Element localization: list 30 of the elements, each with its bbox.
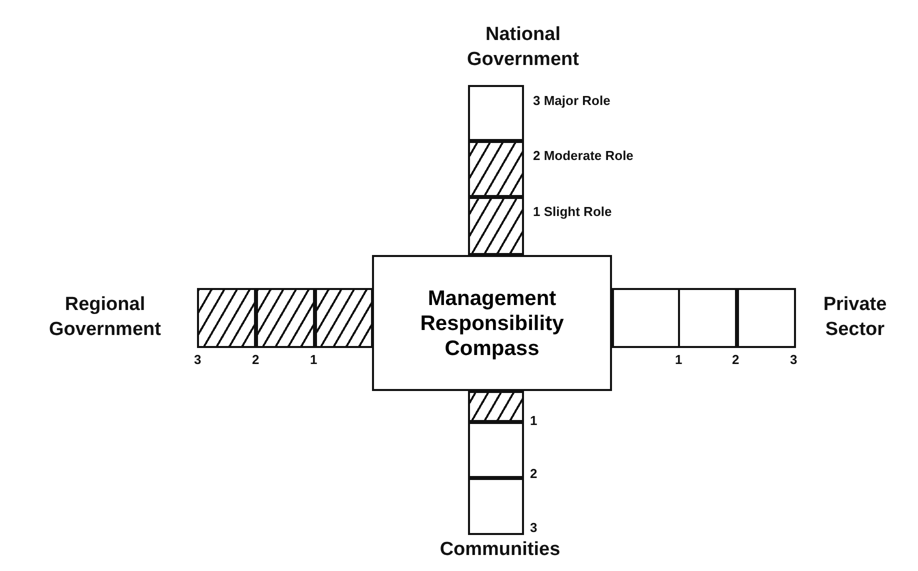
scale-label: 1 (530, 413, 538, 428)
center-box (372, 255, 612, 391)
scale-cell (737, 288, 796, 348)
hatched-scale-cell (256, 288, 315, 348)
hatched-scale-cell (315, 288, 373, 348)
scale-label: 1 (310, 352, 318, 367)
axis-heading: Communities (438, 538, 562, 562)
axis-heading: Private Sector (822, 293, 888, 342)
hatched-scale-cell (197, 288, 256, 348)
scale-label: 2 Moderate Role (533, 148, 634, 163)
scale-cell (612, 288, 680, 348)
hatched-scale-cell (468, 197, 524, 255)
box-title: Management Responsibility Compass (419, 286, 565, 360)
scale-cell (468, 478, 524, 535)
scale-label: 2 (732, 352, 740, 367)
hatched-scale-cell (468, 141, 524, 197)
scale-label: 1 (675, 352, 682, 367)
scale-label: 2 (252, 352, 260, 367)
scale-label: 1 Slight Role (533, 204, 612, 219)
hatched-scale-cell (468, 391, 524, 422)
axis-heading: National Government (466, 23, 580, 72)
scale-label: 2 (530, 466, 538, 481)
scale-cell (468, 85, 524, 141)
scale-label: 3 Major Role (533, 93, 610, 108)
scale-label: 3 (790, 352, 798, 367)
scale-label: 3 (530, 520, 538, 535)
scale-label: 3 (194, 352, 202, 367)
scale-cell (678, 288, 737, 348)
scale-cell (468, 422, 524, 478)
axis-heading: Regional Government (48, 293, 162, 342)
